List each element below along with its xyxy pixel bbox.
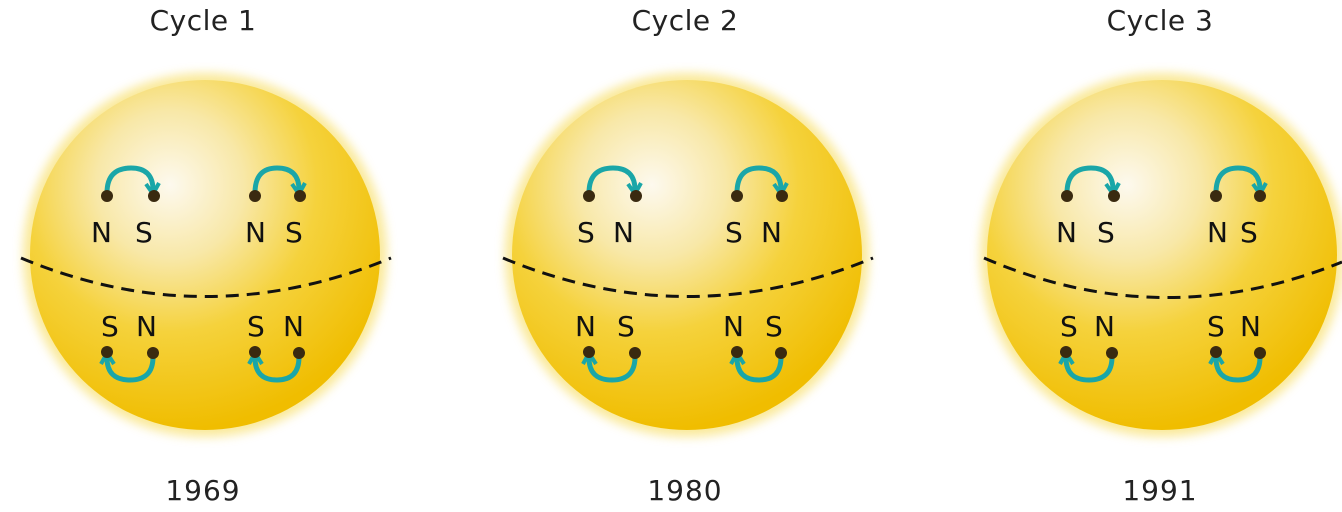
magnetic-loop-arrow	[1063, 354, 1115, 383]
pole-label: S	[247, 310, 265, 343]
sunspot	[583, 190, 595, 202]
sunspot	[583, 346, 595, 358]
cycle-panel-2: S N S N N S N S Cycle 2 1980	[485, 0, 885, 512]
cycle-title: Cycle 2	[631, 4, 739, 37]
cycle-year: 1991	[1122, 474, 1198, 507]
sun	[987, 80, 1337, 430]
sunspot	[101, 190, 113, 202]
magnetic-loop-arrow	[1213, 354, 1263, 383]
sunspot	[1108, 190, 1120, 202]
magnetic-loop-arrow	[734, 354, 784, 383]
north-sunspot-pair-right	[731, 165, 789, 202]
pole-label: S	[1060, 310, 1078, 343]
sun-diagram-1: N S N S S N S N	[20, 73, 392, 437]
pole-label: S	[577, 216, 595, 249]
sunspot	[776, 190, 788, 202]
north-sunspot-pair-right	[249, 165, 307, 202]
equator-line	[983, 256, 1342, 299]
sunspot	[148, 190, 160, 202]
pole-label: S	[285, 216, 303, 249]
pole-label: N	[91, 216, 112, 249]
south-sunspot-pair-right	[729, 346, 787, 383]
sunspot	[101, 346, 113, 358]
pole-label: N	[1240, 310, 1261, 343]
sun-diagram-2: S N S N N S N S	[502, 73, 874, 437]
south-sunspot-pair-right	[247, 346, 305, 383]
sunspot	[731, 190, 743, 202]
magnetic-loop-arrow	[104, 165, 156, 196]
pole-label: N	[723, 310, 744, 343]
sunspot	[629, 347, 641, 359]
magnetic-loop-arrow	[586, 354, 638, 383]
magnetic-loop-arrow	[734, 165, 784, 196]
sunspot	[249, 346, 261, 358]
cycle-panel-1: N S N S S N S N Cycle 1 1969	[3, 0, 403, 512]
cycle-title: Cycle 1	[149, 4, 257, 37]
pole-label: S	[135, 216, 153, 249]
sunspot	[1210, 190, 1222, 202]
sunspot	[1060, 346, 1072, 358]
pole-label: N	[245, 216, 266, 249]
cycle-year: 1969	[165, 474, 241, 507]
sunspot	[731, 346, 743, 358]
sunspot	[1210, 346, 1222, 358]
pole-label: S	[725, 216, 743, 249]
cycle-panel-3: N S N S S N S N Cycle 3 1991	[942, 0, 1342, 512]
pole-label: N	[1056, 216, 1077, 249]
sunspot	[293, 347, 305, 359]
magnetic-loop-arrow	[252, 354, 302, 383]
pole-label: N	[761, 216, 782, 249]
pole-label: S	[1207, 310, 1225, 343]
sunspot	[249, 190, 261, 202]
magnetic-loop-arrow	[1213, 165, 1263, 196]
sun	[30, 80, 380, 430]
cycle-year: 1980	[647, 474, 723, 507]
north-sunspot-pair-right	[1210, 165, 1268, 202]
magnetic-loop-arrow	[1064, 165, 1116, 196]
sunspot	[1106, 347, 1118, 359]
south-sunspot-pair-left	[581, 346, 641, 383]
pole-label: N	[1094, 310, 1115, 343]
sunspot	[1061, 190, 1073, 202]
magnetic-loop-arrow	[252, 165, 302, 196]
magnetic-loop-arrow	[104, 354, 156, 383]
sunspot	[775, 347, 787, 359]
south-sunspot-pair-left	[99, 346, 159, 383]
cycle-title: Cycle 3	[1106, 4, 1214, 37]
pole-label: S	[617, 310, 635, 343]
sunspot	[630, 190, 642, 202]
pole-label: S	[1097, 216, 1115, 249]
sunspot	[1254, 190, 1266, 202]
south-sunspot-pair-left	[1058, 346, 1118, 383]
sunspot	[294, 190, 306, 202]
pole-label: N	[283, 310, 304, 343]
sun	[512, 80, 862, 430]
pole-label: S	[765, 310, 783, 343]
sun-diagram-3: N S N S S N S N	[980, 73, 1342, 437]
equator-line	[502, 256, 874, 298]
north-sunspot-pair-left	[1061, 165, 1121, 202]
sunspot	[147, 347, 159, 359]
pole-label: N	[575, 310, 596, 343]
pole-label: N	[1207, 216, 1228, 249]
south-sunspot-pair-right	[1208, 346, 1266, 383]
pole-label: N	[613, 216, 634, 249]
sunspot	[1254, 347, 1266, 359]
north-sunspot-pair-left	[583, 165, 643, 202]
north-sunspot-pair-left	[101, 165, 161, 202]
pole-label: N	[136, 310, 157, 343]
equator-line	[20, 256, 392, 298]
magnetic-loop-arrow	[586, 165, 638, 196]
pole-label: S	[101, 310, 119, 343]
pole-label: S	[1240, 216, 1258, 249]
